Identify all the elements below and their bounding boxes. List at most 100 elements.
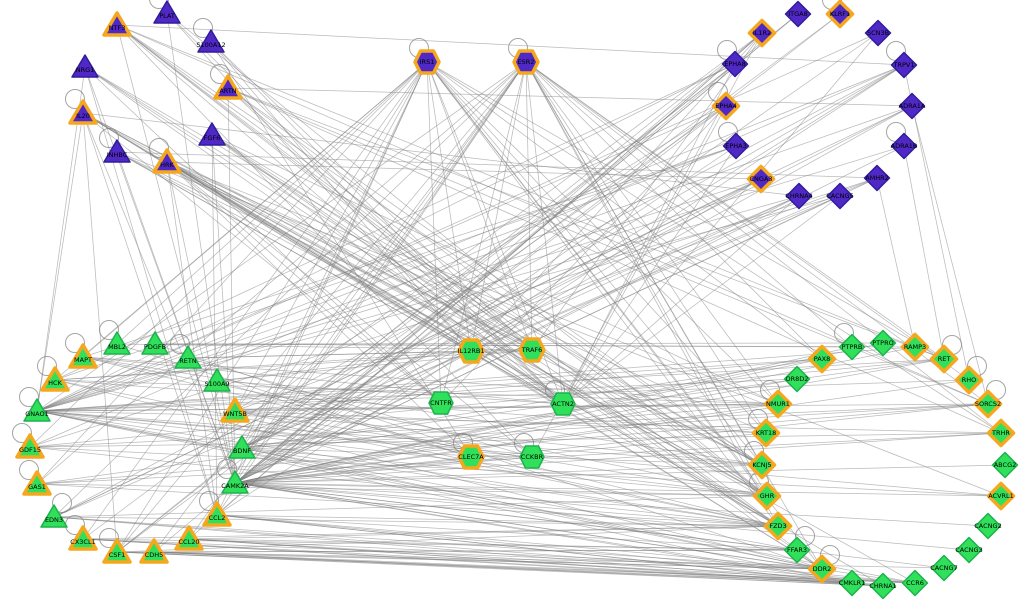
edge-CDH5-CCR6[interactable]	[153, 551, 916, 584]
node-CNGA3[interactable]: CNGA3	[746, 164, 776, 194]
node-NTF3[interactable]: NTF3	[102, 11, 132, 37]
edge-AMHR2-WNT5B[interactable]	[234, 177, 878, 412]
edge-HCK-NMUR1[interactable]	[54, 379, 779, 405]
edge-NRG1-CCL2[interactable]	[84, 66, 218, 516]
node-SCN3B[interactable]: SCN3B	[864, 19, 892, 47]
edge-ESR2-CSF1[interactable]	[116, 61, 527, 553]
node-NMUR1[interactable]: NMUR1	[763, 389, 793, 419]
edge-EPHA8-BDNF[interactable]	[241, 63, 736, 449]
edge-EPHA4-GNAO1[interactable]	[36, 105, 727, 412]
self-loop-GNAO1[interactable]	[19, 387, 39, 407]
edge-CAMK2A-CACNG7[interactable]	[234, 482, 945, 569]
edge-AMHR2-CAMK2A[interactable]	[234, 177, 878, 484]
edge-INHBC-FZD3[interactable]	[116, 151, 779, 527]
node-PTPRO[interactable]: PTPRO	[869, 329, 897, 357]
node-ADRA1A[interactable]: ADRA1A	[899, 92, 926, 120]
node-ACTN2[interactable]: ACTN2	[550, 392, 576, 416]
edge-ADRA1B-RET[interactable]	[903, 145, 945, 360]
node-MBL2[interactable]: MBL2	[103, 331, 131, 355]
node-EPHA4[interactable]: EPHA4	[711, 91, 741, 121]
edge-HRK-CNTFR[interactable]	[166, 161, 442, 404]
edge-NTF3-CCKBR[interactable]	[116, 24, 533, 458]
edge-PLAT-ACTN2[interactable]	[166, 12, 564, 405]
self-loop-EDN3[interactable]	[52, 493, 72, 513]
node-NRG1[interactable]: NRG1	[71, 54, 99, 78]
edge-CDH5-CMKLR1[interactable]	[153, 551, 853, 584]
edge-CAMK2A-NMUR1[interactable]	[234, 403, 779, 484]
edge-IRS1-TRAF6[interactable]	[426, 61, 533, 351]
self-loop-S100A12[interactable]	[193, 18, 213, 38]
edge-CCL2-CCR6[interactable]	[216, 514, 916, 584]
edge-HRK-CHRNA1[interactable]	[166, 161, 884, 587]
edge-IRS1-GAS1[interactable]	[36, 61, 428, 485]
node-EDN3[interactable]: EDN3	[40, 504, 68, 528]
edge-CX3CL1-DDR2[interactable]	[82, 538, 823, 570]
node-KLRF1[interactable]: KLRF1	[825, 0, 855, 29]
edge-PDGFB-PTPRO[interactable]	[154, 342, 884, 345]
edge-IL1R2-TRAF6[interactable]	[531, 32, 763, 351]
edge-IL20-CCL2[interactable]	[82, 112, 218, 516]
node-HCK[interactable]: HCK	[40, 366, 70, 392]
edge-TRPV1-RHO[interactable]	[903, 64, 970, 381]
edge-IL20-CAMK2A[interactable]	[82, 112, 236, 484]
edge-FGF6-GHR[interactable]	[211, 134, 768, 497]
edge-GNAO1-RHO[interactable]	[36, 379, 970, 412]
node-ITGA8[interactable]: ITGA8	[784, 0, 812, 28]
edge-ESR2-EDN3[interactable]	[53, 61, 527, 518]
edge-TRPV1-CAMK2A[interactable]	[234, 64, 905, 484]
node-IL1R2[interactable]: IL1R2	[747, 18, 777, 48]
edge-BDNF-GHR[interactable]	[241, 447, 768, 497]
edge-ARTN-TRHR[interactable]	[227, 87, 1002, 434]
edge-EPHA3-MAPT[interactable]	[82, 145, 737, 358]
edge-CAMK2A-PTPRB[interactable]	[234, 346, 853, 484]
edge-ESR2-TRAF6[interactable]	[525, 61, 533, 351]
edge-IL20-CHRNA4[interactable]	[82, 112, 800, 197]
edge-GNAO1-RET[interactable]	[36, 358, 945, 412]
edge-HCK-TRAF6[interactable]	[54, 349, 533, 381]
node-ESR2[interactable]: ESR2	[512, 49, 540, 75]
edge-CAMK2A-RAMP3[interactable]	[234, 346, 916, 484]
self-loop-CSF1[interactable]	[99, 528, 119, 548]
edge-ARTN-GHR[interactable]	[227, 87, 768, 497]
edge-EPHA4-BDNF[interactable]	[241, 105, 727, 449]
edge-CAMK2A-CLEC7A[interactable]	[234, 456, 472, 484]
node-CDH5[interactable]: CDH5	[139, 538, 169, 564]
node-FGF6[interactable]: FGF6	[198, 122, 226, 146]
edge-ESR2-CCL20[interactable]	[188, 61, 527, 540]
edge-TRPV1-BDNF[interactable]	[241, 64, 905, 449]
edge-TRPV1-CCL2[interactable]	[216, 64, 905, 516]
edge-CCL20-DDR2[interactable]	[188, 538, 823, 570]
edge-HRK-NMUR1[interactable]	[166, 161, 779, 405]
edge-CAMK2A-SORCS2[interactable]	[234, 403, 989, 484]
node-EPHA8[interactable]: EPHA8	[721, 50, 749, 78]
edge-IL20-GNAO1[interactable]	[36, 112, 84, 412]
edge-BDNF-PAX8[interactable]	[241, 358, 823, 449]
node-S100A9[interactable]: S100A9	[203, 368, 231, 392]
edge-S100A12-TRAF6[interactable]	[210, 41, 533, 351]
node-HRK[interactable]: HRK	[152, 148, 182, 174]
edge-EDN3-DDR2[interactable]	[53, 516, 823, 570]
node-ADRA1B[interactable]: ADRA1B	[891, 132, 918, 160]
self-loop-ARTN[interactable]	[210, 64, 230, 84]
edge-NTF3-SORCS2[interactable]	[116, 24, 989, 405]
self-loop-HCK[interactable]	[37, 356, 57, 376]
edge-ITGA8-CAMK2A[interactable]	[234, 13, 799, 484]
node-GAS1[interactable]: GAS1	[22, 470, 52, 496]
node-FZD3[interactable]: FZD3	[763, 511, 793, 541]
edge-RETN-IL12RB1[interactable]	[187, 350, 472, 359]
edge-CHRNA4-GNAO1[interactable]	[36, 195, 800, 412]
edge-ESR2-FZD3[interactable]	[525, 61, 779, 527]
edge-CAMK2A-CACNG3[interactable]	[234, 482, 970, 551]
edge-GNAO1-PAX8[interactable]	[36, 358, 823, 412]
edge-FGF6-ACTN2[interactable]	[211, 134, 564, 405]
edge-CHRNA4-ACTN2[interactable]	[562, 195, 800, 405]
node-PTPRB[interactable]: PTPRB	[838, 333, 866, 361]
edge-WNT5B-FZD3[interactable]	[234, 410, 779, 527]
edge-HCK-FZD3[interactable]	[54, 379, 779, 527]
self-loop-IL20[interactable]	[65, 89, 85, 109]
self-loop-MAPT[interactable]	[65, 333, 85, 353]
node-DDR2[interactable]: DDR2	[807, 554, 837, 584]
edge-HCK-IL12RB1[interactable]	[54, 350, 472, 381]
edge-ARTN-ADRA1A[interactable]	[227, 87, 913, 107]
edge-ARTN-TRAF6[interactable]	[227, 87, 533, 351]
